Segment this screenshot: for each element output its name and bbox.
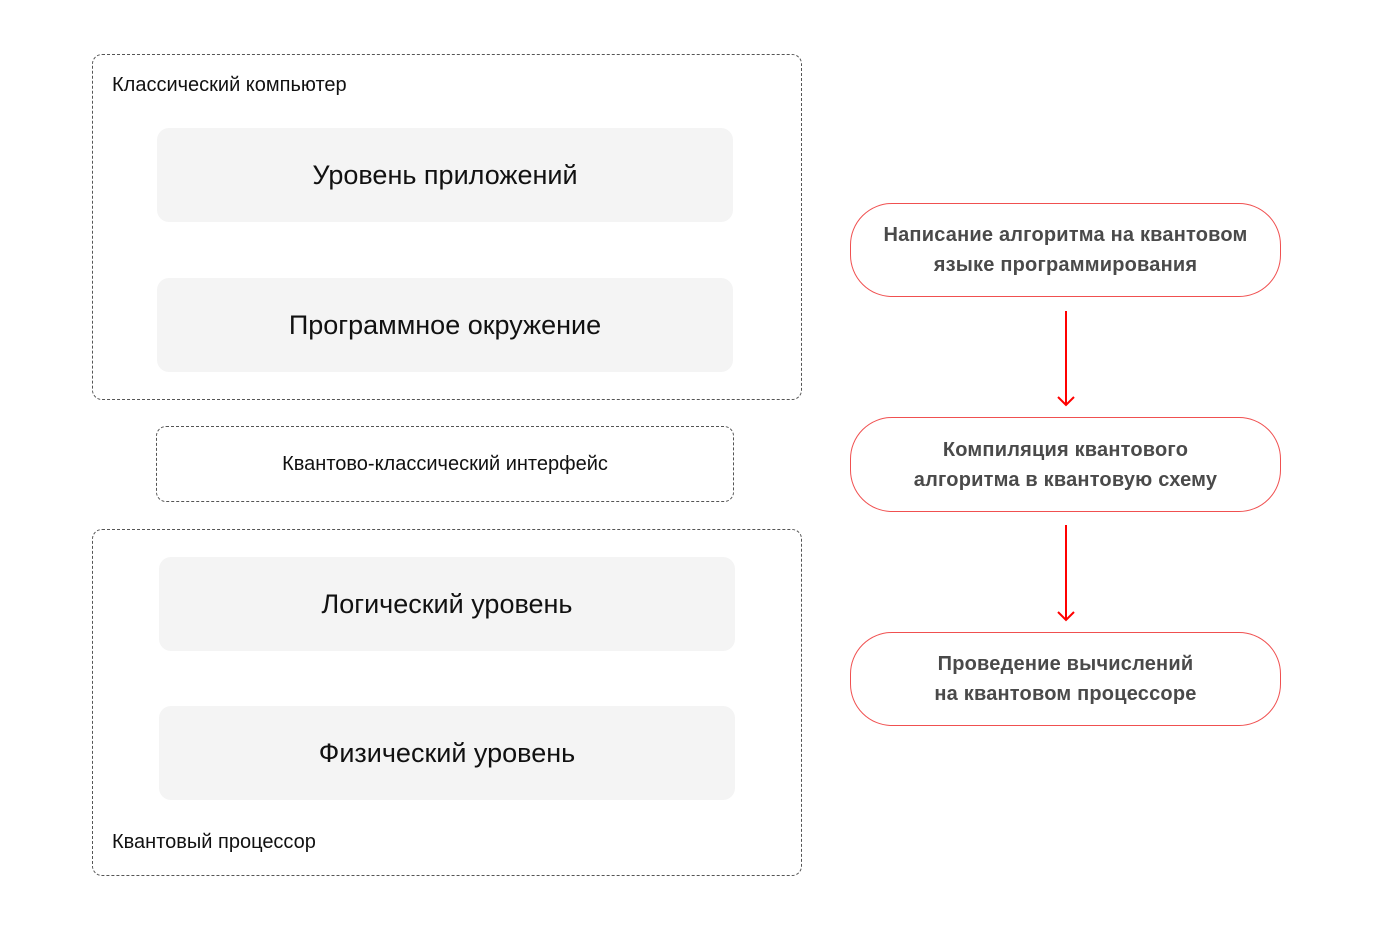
software-environment-layer: Программное окружение [157,278,733,372]
step-text-line: Проведение вычислений [937,653,1194,675]
classical-computer-group [92,54,802,400]
quantum-processor-group [92,529,802,876]
arrow-down-icon [1057,525,1075,622]
quantum-classical-interface: Квантово-классический интерфейс [156,426,734,502]
logical-layer: Логический уровень [159,557,735,651]
application-layer: Уровень приложений [157,128,733,222]
step-text-line: языке программирования [933,254,1198,276]
quantum-processor-label: Квантовый процессор [112,831,316,853]
classical-computer-label: Классический компьютер [112,74,347,96]
flow-step-execute: Проведение вычислений на квантовом процес… [850,632,1281,726]
step-text-line: на квантовом процессоре [934,683,1197,705]
physical-layer: Физический уровень [159,706,735,800]
arrow-down-icon [1057,311,1075,407]
step-text-line: Написание алгоритма на квантовом [883,224,1248,246]
flow-step-write-algorithm: Написание алгоритма на квантовом языке пр… [850,203,1281,297]
step-text-line: алгоритма в квантовую схему [913,468,1218,491]
step-text-line: Компиляция квантового [942,438,1189,461]
flow-step-compile: Компиляция квантового алгоритма в квантов… [850,417,1281,512]
